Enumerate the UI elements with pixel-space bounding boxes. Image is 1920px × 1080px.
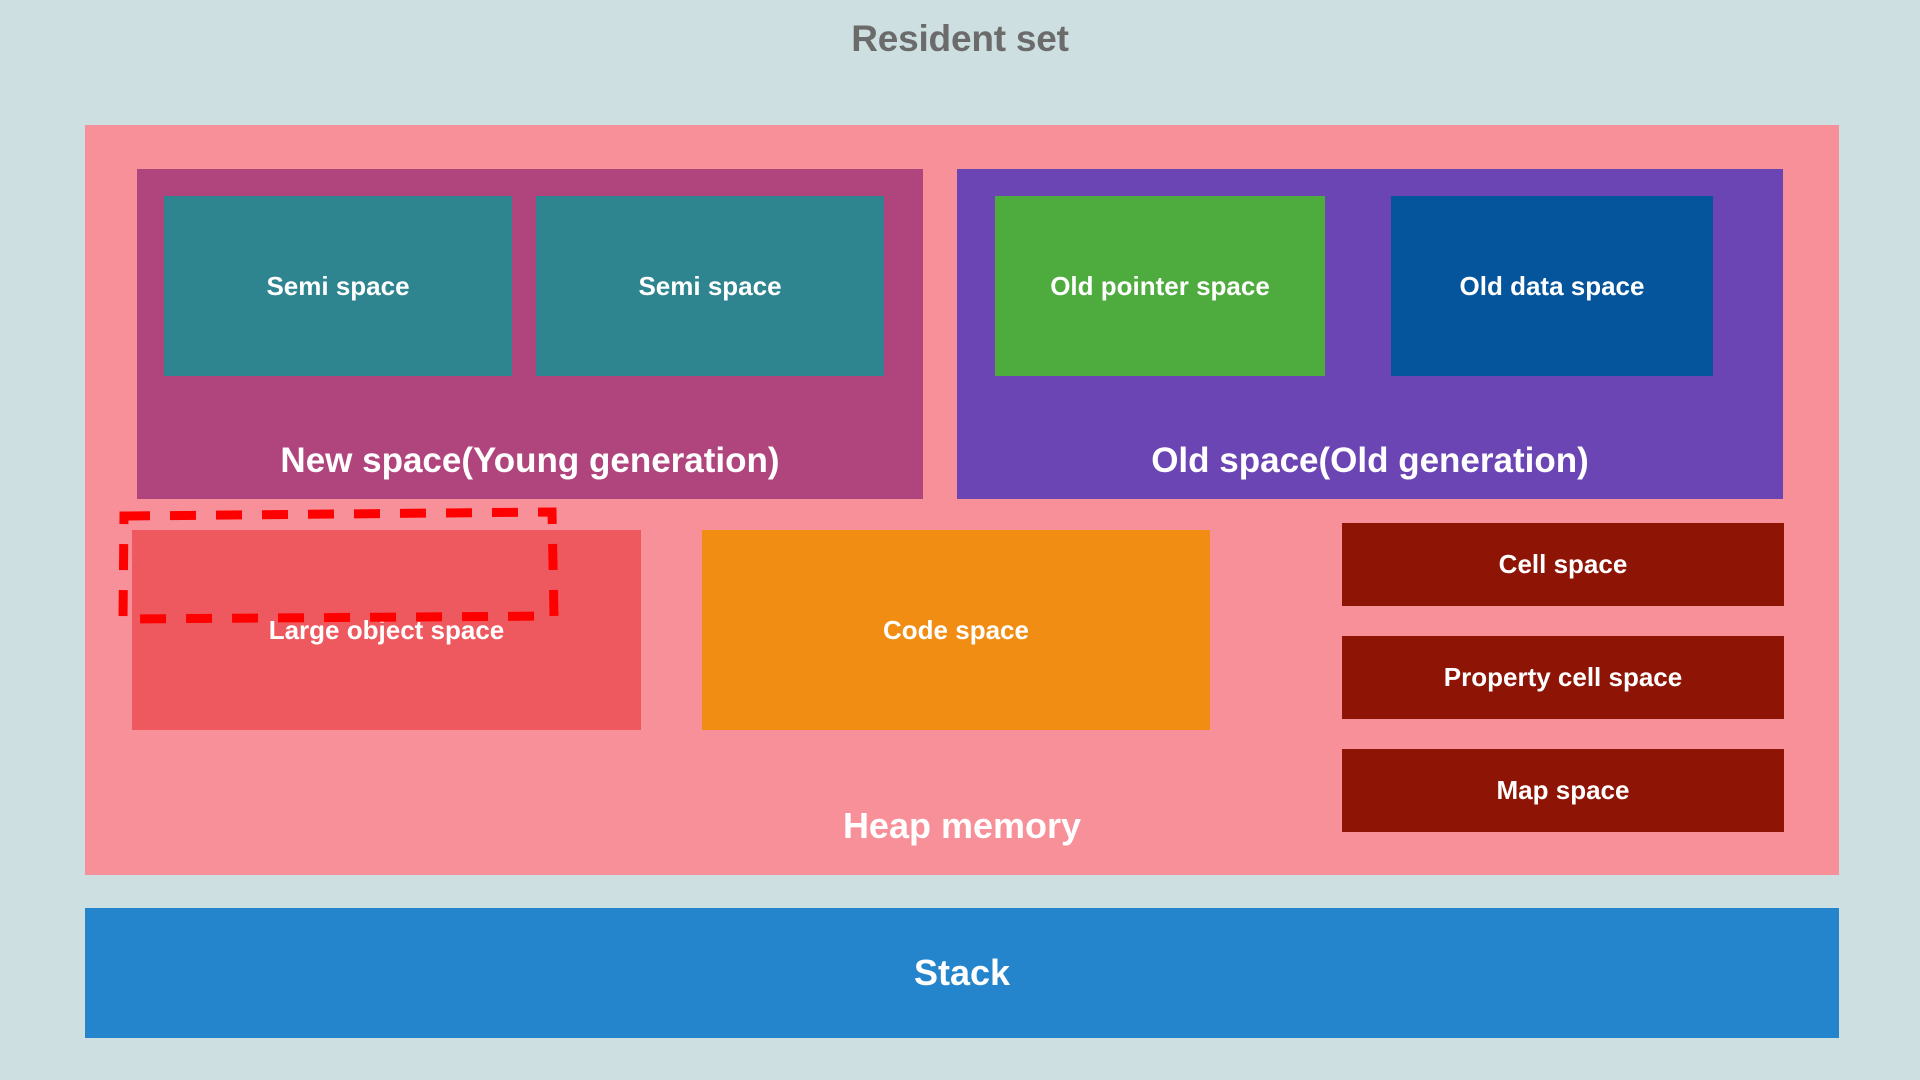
old-space-label: Old space(Old generation) <box>1151 441 1589 480</box>
new-space-label: New space(Young generation) <box>280 441 780 480</box>
small-spaces-column: Cell space Property cell space Map space <box>1342 523 1784 832</box>
semi-space-box-2: Semi space <box>536 196 884 376</box>
stack-region: Stack <box>85 908 1839 1038</box>
new-space-region: Semi space Semi space New space(Young ge… <box>137 169 923 499</box>
code-space-box: Code space <box>702 530 1210 730</box>
old-data-space-box: Old data space <box>1391 196 1713 376</box>
property-cell-space-box: Property cell space <box>1342 636 1784 719</box>
heap-memory-label: Heap memory <box>842 805 1082 846</box>
page-title: Resident set <box>851 18 1069 59</box>
old-space-region: Old pointer space Old data space Old spa… <box>957 169 1783 499</box>
semi-space-box-1: Semi space <box>164 196 512 376</box>
large-object-space-box: Large object space <box>132 530 641 730</box>
cell-space-box: Cell space <box>1342 523 1784 606</box>
old-pointer-space-box: Old pointer space <box>995 196 1325 376</box>
heap-memory-region: Semi space Semi space New space(Young ge… <box>85 125 1839 875</box>
map-space-box: Map space <box>1342 749 1784 832</box>
